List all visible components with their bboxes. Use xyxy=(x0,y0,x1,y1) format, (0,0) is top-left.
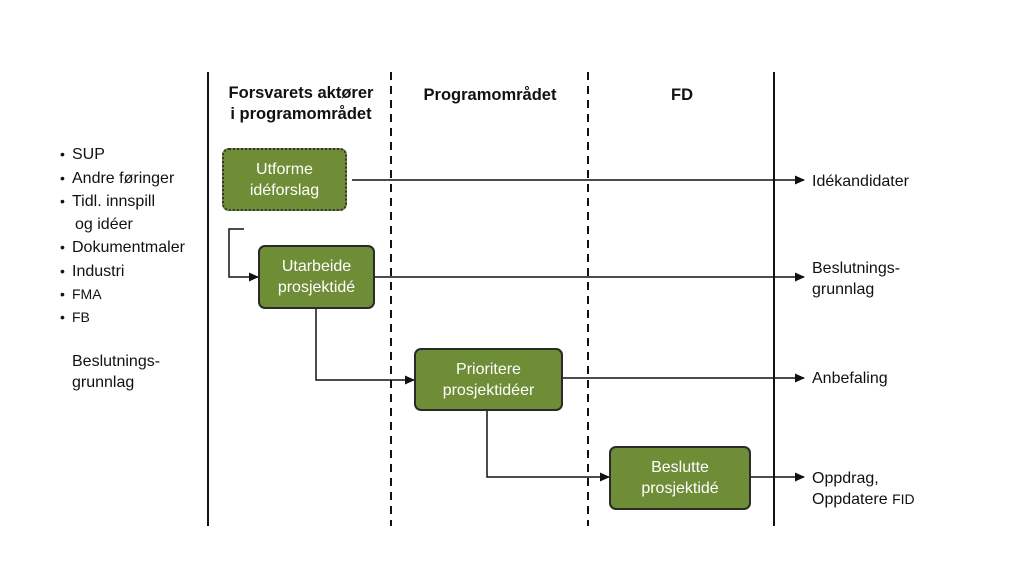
step-beslutte-prosjektide[interactable]: Beslutte prosjektidé xyxy=(609,446,751,510)
output-line1: Oppdrag, xyxy=(812,470,879,487)
output-line1: Idékandidater xyxy=(812,173,909,190)
output-line2-main: Oppdatere xyxy=(812,491,888,508)
step-label-line2: prosjektidéer xyxy=(442,381,535,399)
input-item-continued: og idéer xyxy=(60,214,210,237)
input-item: • Industri xyxy=(60,260,210,284)
input-item: • FMA xyxy=(60,283,210,306)
lane-header-programomradet: Programområdet xyxy=(423,86,557,104)
lane-header-forsvarets-aktorer: Forsvarets aktører i programområdet xyxy=(212,83,390,125)
connector-step1-to-step2 xyxy=(228,228,259,282)
output-line2: grunnlag xyxy=(812,281,875,298)
input-item: • Andre føringer xyxy=(60,167,210,191)
output-beslutningsgrunnlag: Beslutnings- grunnlag xyxy=(812,258,900,300)
bullet-icon: • xyxy=(60,262,65,279)
connector-step2-to-step3 xyxy=(315,308,415,385)
input-item-label: og idéer xyxy=(75,215,133,233)
input-item: • SUP xyxy=(60,143,210,167)
input-item: • Tidl. innspill xyxy=(60,190,210,214)
step-utforme-ideforslag[interactable]: Utforme idéforslag xyxy=(222,148,347,211)
basis-line1: Beslutnings- xyxy=(72,353,161,370)
output-line1: Anbefaling xyxy=(812,370,888,387)
input-item-label: Tidl. innspill xyxy=(72,193,155,210)
lane-header-line1: Forsvarets aktører xyxy=(228,84,374,102)
bullet-icon: • xyxy=(60,193,65,209)
input-item-label: Industri xyxy=(72,262,125,280)
lane-header-fd: FD xyxy=(671,86,693,104)
step-label-line2: prosjektidé xyxy=(277,279,356,296)
output-idekandidater: Idékandidater xyxy=(812,171,909,192)
step-prioritere-prosjektideer[interactable]: Prioritere prosjektidéer xyxy=(414,348,563,411)
input-item-label: Andre føringer xyxy=(72,169,175,187)
input-list: • SUP • Andre føringer • Tidl. innspill og … xyxy=(60,143,210,328)
bullet-icon: • xyxy=(60,239,65,255)
input-item: • Dokumentmaler xyxy=(60,236,210,260)
bullet-icon: • xyxy=(60,308,65,325)
step-label-line1: Prioritere xyxy=(456,360,521,378)
step-label-line2: idéforslag xyxy=(249,181,320,199)
output-line1: Beslutnings- xyxy=(812,260,901,277)
output-line2: Oppdatere FID xyxy=(812,489,915,510)
output-anbefaling: Anbefaling xyxy=(812,368,888,389)
input-item-label: Dokumentmaler xyxy=(72,239,185,256)
output-oppdrag: Oppdrag, Oppdatere FID xyxy=(812,468,915,510)
output-line2-small: FID xyxy=(892,491,915,507)
input-beslutningsgrunnlag: Beslutnings- grunnlag xyxy=(72,351,202,393)
step-label-line1: Beslutte xyxy=(651,459,709,476)
step-label-line1: Utforme xyxy=(256,160,313,178)
bullet-icon: • xyxy=(60,286,65,302)
step-label-line2: prosjektidé xyxy=(641,480,719,497)
input-item-label: SUP xyxy=(72,146,105,163)
input-item-label: FB xyxy=(72,308,90,325)
lane-header-line2: i programområdet xyxy=(230,105,372,123)
bullet-icon: • xyxy=(60,146,65,162)
input-item: • FB xyxy=(60,306,210,329)
step-label-line1: Utarbeide xyxy=(281,258,352,275)
step-utarbeide-prosjektide[interactable]: Utarbeide prosjektidé xyxy=(258,245,375,309)
basis-line2: grunnlag xyxy=(72,374,135,391)
connector-step3-to-step4 xyxy=(486,410,610,482)
input-item-label: FMA xyxy=(72,286,102,302)
bullet-icon: • xyxy=(60,169,65,186)
